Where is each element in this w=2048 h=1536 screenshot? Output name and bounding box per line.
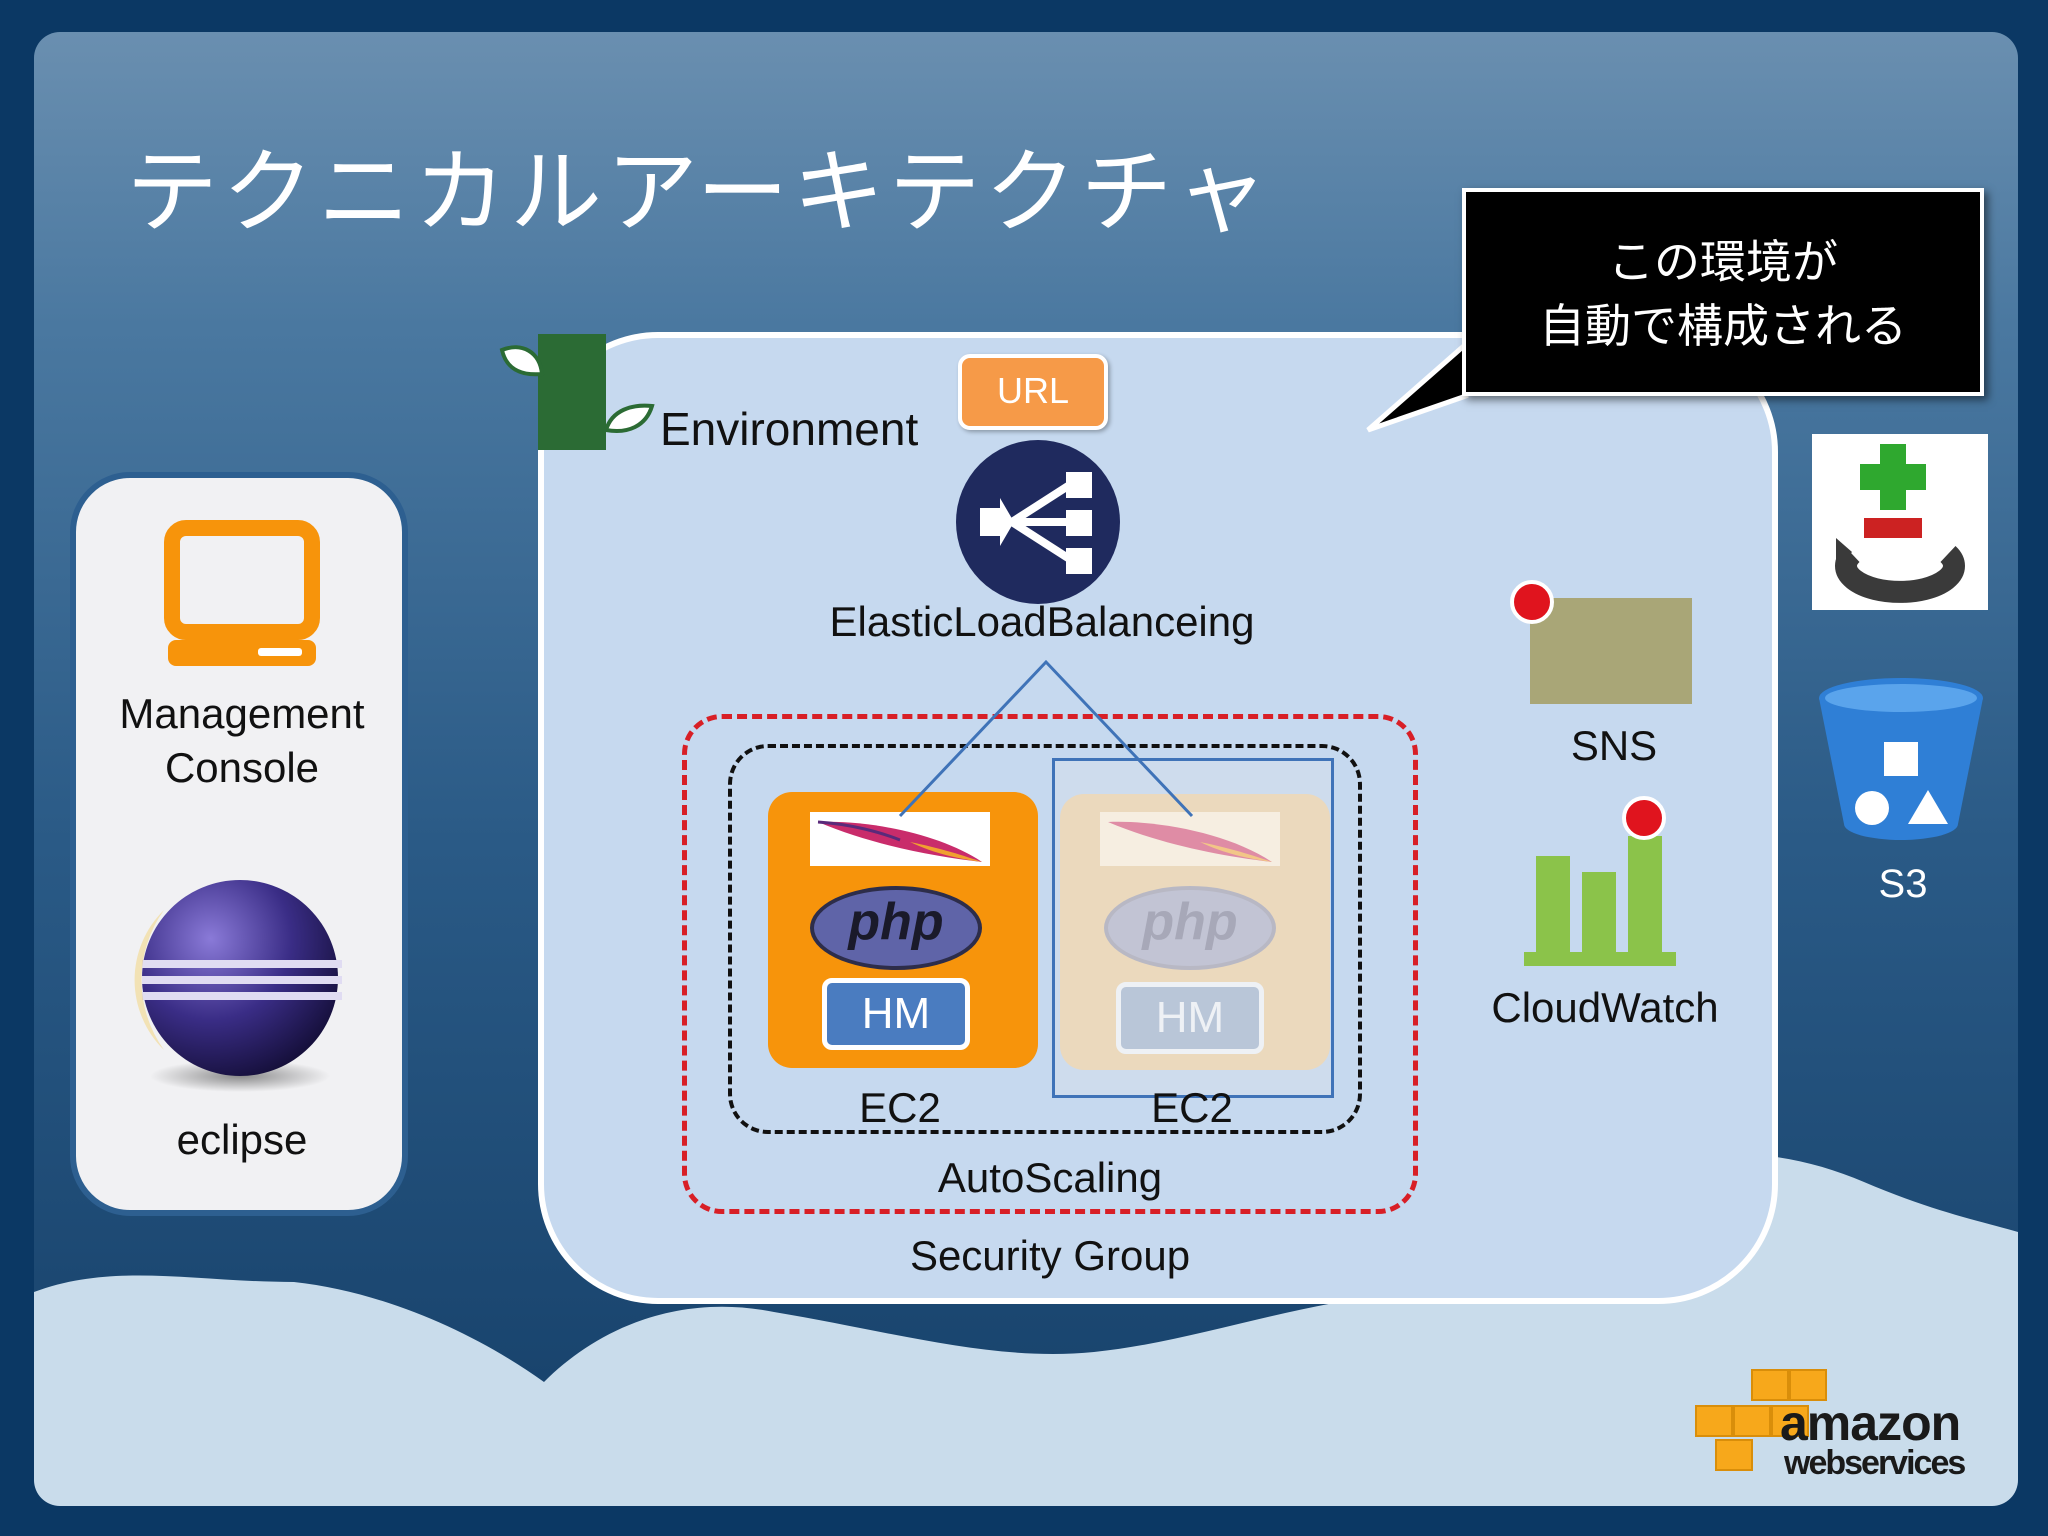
php-logo-icon — [810, 886, 982, 970]
callout-box: この環境が 自動で構成される — [1462, 188, 1984, 396]
php-label-2: php — [1142, 893, 1238, 951]
s3-bucket-icon — [1819, 678, 1983, 840]
callout-line2: 自動で構成される — [1539, 299, 1907, 353]
client-tools-panel — [70, 472, 408, 1216]
management-console-label-line1: Management — [119, 690, 365, 737]
ec2-label-2: EC2 — [1151, 1084, 1233, 1131]
eclipse-logo-icon — [134, 880, 342, 1092]
sns-label: SNS — [1570, 722, 1658, 769]
autoscaling-label: AutoScaling — [937, 1154, 1163, 1201]
s3-label: S3 — [1878, 862, 1928, 906]
aws-amazon-text: amazon — [1780, 1395, 1961, 1451]
background-clouds — [34, 1153, 2018, 1506]
ec2-label-1: EC2 — [859, 1084, 941, 1131]
callout-line1: この環境が — [1608, 235, 1838, 289]
security-group-boundary — [682, 714, 1418, 1214]
load-balancer-icon — [956, 440, 1120, 604]
apache-feather-icon-faded — [1108, 821, 1272, 862]
security-group-label: Security Group — [909, 1232, 1191, 1279]
hm-badge-1: HM — [822, 978, 970, 1050]
elb-connection-lines — [898, 659, 1194, 818]
php-logo-icon-faded — [1104, 886, 1276, 970]
monitor-icon — [164, 520, 320, 666]
autoscaling-boundary — [728, 744, 1362, 1134]
autoscaling-service-icon — [1835, 444, 1965, 603]
beanstalk-leaf-icon — [499, 334, 655, 450]
aws-webservices-text: webservices — [1784, 1444, 1966, 1482]
callout-tail — [1366, 340, 1476, 433]
eclipse-label: eclipse — [176, 1116, 308, 1163]
elb-label: ElasticLoadBalanceing — [829, 598, 1255, 645]
hm-badge-2: HM — [1116, 982, 1264, 1054]
sns-icon — [1510, 580, 1692, 704]
aws-cubes-icon — [1695, 1369, 1827, 1471]
php-label-1: php — [848, 893, 944, 951]
cloudwatch-icon — [1524, 796, 1676, 966]
apache-feather-icon — [817, 820, 982, 862]
management-console-label-line2: Console — [164, 744, 320, 791]
cloudwatch-label: CloudWatch — [1491, 984, 1719, 1031]
url-badge: URL — [958, 354, 1108, 430]
slide-title: テクニカルアーキテクチャ — [126, 139, 1272, 246]
environment-label: Environment — [660, 403, 919, 455]
